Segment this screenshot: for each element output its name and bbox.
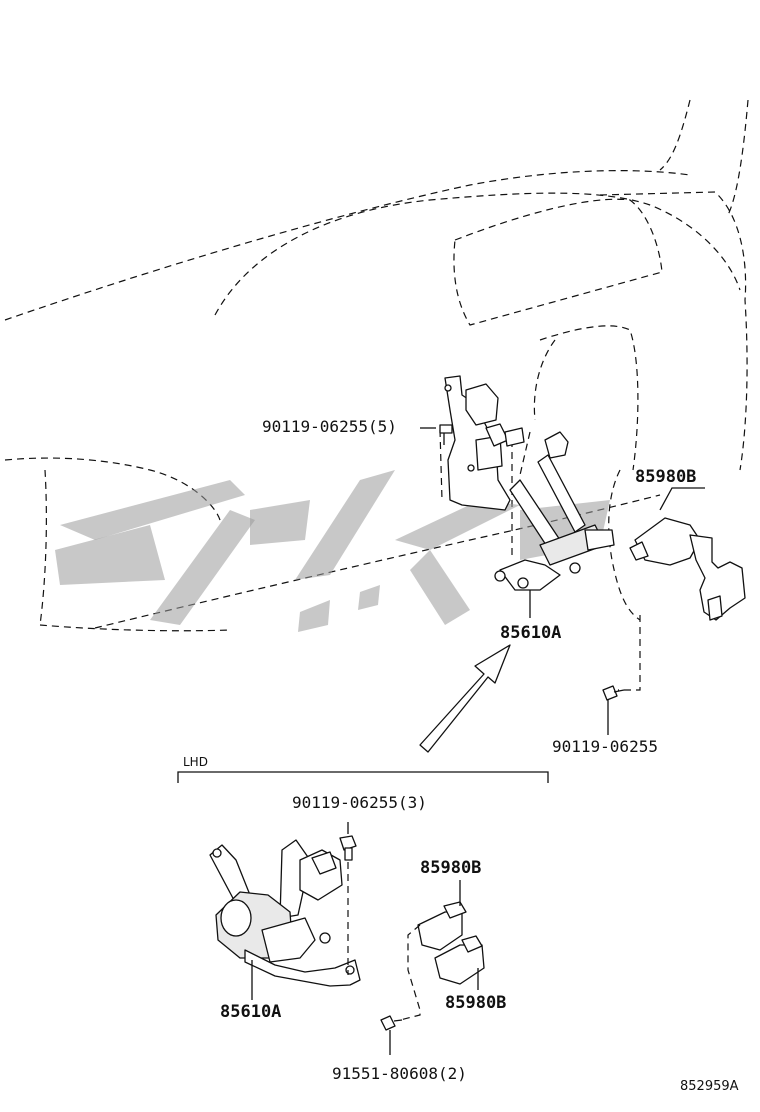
- bolt-icon-top: [439, 424, 453, 445]
- label-actuator-main: 85610A: [500, 623, 561, 643]
- lhd-sensor-85980B-b: [434, 935, 485, 990]
- label-bolt-top: 90119-06255(5): [262, 417, 397, 436]
- view-arrow: [419, 644, 511, 753]
- bolt-icon-right: [602, 685, 625, 735]
- lhd-section-frame: [177, 771, 549, 783]
- screw-icon-lhd: [380, 1015, 403, 1055]
- height-sensor-85610A: [494, 431, 615, 591]
- upper-bracket: [444, 375, 525, 511]
- lhd-actuator-85610A: [209, 839, 361, 1000]
- label-bolt-right: 90119-06255: [552, 737, 658, 756]
- diagram-id: 852959A: [680, 1079, 739, 1094]
- label-sensor-lhd-a: 85980B: [420, 858, 481, 878]
- label-bolt-lhd: 90119-06255(3): [292, 793, 427, 812]
- label-sensor-lhd-b: 85980B: [445, 993, 506, 1013]
- label-actuator-lhd: 85610A: [220, 1002, 281, 1022]
- bolt-icon-lhd: [339, 822, 357, 975]
- label-screw-lhd: 91551-80608(2): [332, 1064, 467, 1083]
- lhd-sensor-85980B-a: [417, 880, 467, 951]
- label-sensor-upper: 85980B: [635, 467, 696, 487]
- label-section-lhd: LHD: [183, 755, 208, 769]
- lhd-sensor-dashed-group: [399, 924, 421, 1021]
- sensor-85980B-upper: [629, 487, 746, 621]
